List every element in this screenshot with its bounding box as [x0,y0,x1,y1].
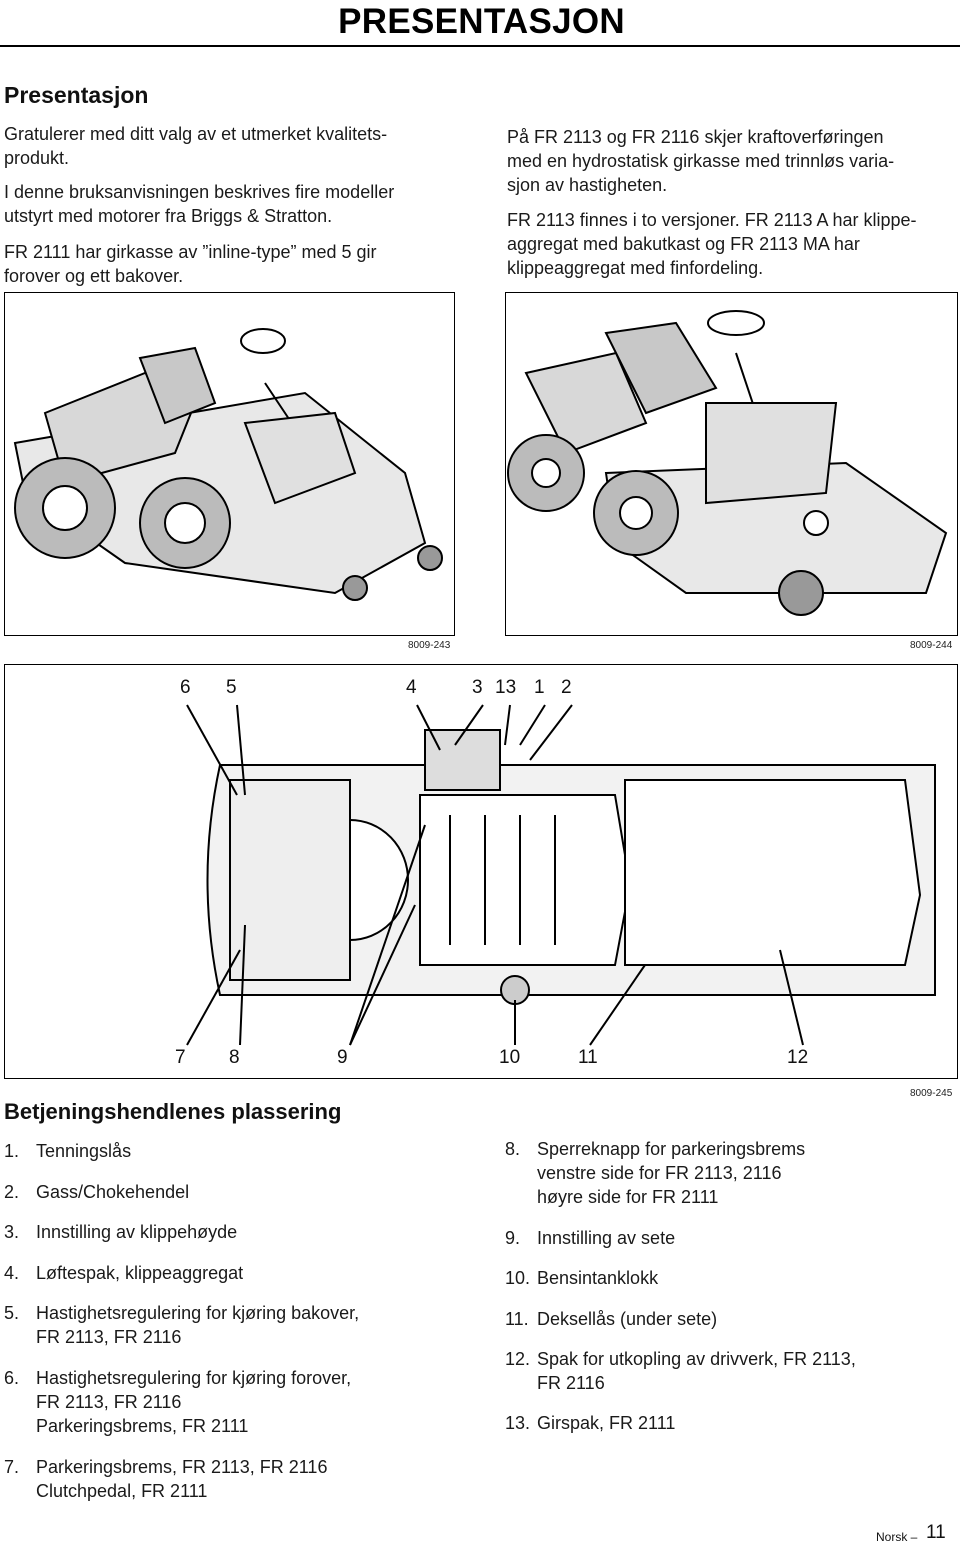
list-item: 4. Løftespak, klippeaggregat [4,1261,474,1291]
page-header-title: PRESENTASJON [338,2,625,41]
list-item-text: Sperreknapp for parkeringsbrems venstre … [537,1139,806,1207]
list-item-number: 1. [4,1141,20,1161]
list-item: 3. Innstilling av klippehøyde [4,1220,474,1250]
mower-illustration-left [4,292,455,636]
list-item-number: 12. [505,1349,531,1369]
mower-right-drawing [507,310,948,616]
list-item-text: Innstilling av sete [537,1228,676,1248]
list-item: 13. Girspak, FR 2111 [505,1411,955,1441]
list-item-number: 11. [505,1309,529,1329]
list-item-number: 9. [505,1228,521,1248]
callout-number: 3 [472,677,483,698]
list-item-text: Girspak, FR 2111 [537,1413,676,1433]
list-item: 5. Hastighetsregulering for kjøring bako… [4,1301,474,1356]
callout-number: 4 [406,677,417,698]
list-item-text: Hastighetsregulering for kjøring forover… [36,1368,352,1436]
list-item-number: 3. [4,1222,20,1242]
list-item-text: Deksellås (under sete) [537,1309,718,1329]
list-item: 6. Hastighetsregulering for kjøring foro… [4,1366,474,1444]
section-heading: Presentasjon [4,82,149,108]
list-item: 12. Spak for utkopling av drivverk, FR 2… [505,1347,955,1402]
list-item: 11. Deksellås (under sete) [505,1307,955,1337]
list-item: 1. Tenningslås [4,1139,474,1169]
controls-heading: Betjeningshendlenes plassering [4,1099,342,1124]
list-item-text: Innstilling av klippehøyde [36,1222,238,1242]
callout-number: 2 [561,677,572,698]
list-item: 2. Gass/Chokehendel [4,1180,474,1210]
intro-paragraph: FR 2113 finnes i to versjoner. FR 2113 A… [507,210,917,278]
intro-paragraph: Gratulerer med ditt valg av et utmerket … [4,124,388,168]
callout-number: 10 [499,1047,521,1068]
callout-number: 5 [226,677,237,698]
controls-diagram-drawing [186,704,936,1046]
list-item: 9. Innstilling av sete [505,1226,955,1256]
list-item-number: 4. [4,1263,20,1283]
figure-code: 8009-244 [910,640,953,651]
callout-number: 7 [175,1047,186,1068]
mower-left-drawing [13,328,443,601]
list-item-number: 13. [505,1413,531,1433]
list-item-number: 10. [505,1268,531,1288]
callout-number: 6 [180,677,191,698]
list-item: 10. Bensintanklokk [505,1266,955,1296]
page-number: 11 [926,1522,946,1543]
callout-number: 12 [787,1047,809,1068]
list-item-text: Tenningslås [36,1141,132,1161]
list-item-text: Parkeringsbrems, FR 2113, FR 2116 Clutch… [36,1457,328,1501]
list-item-text: Bensintanklokk [537,1268,659,1288]
list-item-number: 2. [4,1182,20,1202]
list-item-number: 8. [505,1139,521,1159]
list-item-text: Løftespak, klippeaggregat [36,1263,244,1283]
header-rule [0,45,960,47]
callout-number: 1 [534,677,545,698]
callout-number: 13 [495,677,517,698]
callout-number: 11 [578,1047,598,1068]
callout-number: 8 [229,1047,240,1068]
intro-paragraph: På FR 2113 og FR 2116 skjer kraftoverfør… [507,127,895,195]
footer-language: Norsk – [876,1530,918,1544]
list-item: 7. Parkeringsbrems, FR 2113, FR 2116 Clu… [4,1455,474,1510]
intro-paragraph: FR 2111 har girkasse av ”inline-type” me… [4,242,377,286]
list-item-number: 6. [4,1368,20,1388]
list-item-number: 5. [4,1303,20,1323]
mower-illustration-right [505,292,958,636]
callout-number: 9 [337,1047,348,1068]
intro-paragraph: I denne bruksanvisningen beskrives fire … [4,182,395,226]
list-item-text: Hastighetsregulering for kjøring bakover… [36,1303,360,1347]
figure-code: 8009-243 [408,640,451,651]
list-item-text: Gass/Chokehendel [36,1182,190,1202]
list-item: 8. Sperreknapp for parkeringsbrems venst… [505,1137,955,1215]
figure-code: 8009-245 [910,1088,953,1099]
controls-diagram [4,664,958,1079]
list-item-text: Spak for utkopling av drivverk, FR 2113,… [537,1349,856,1393]
list-item-number: 7. [4,1457,20,1477]
